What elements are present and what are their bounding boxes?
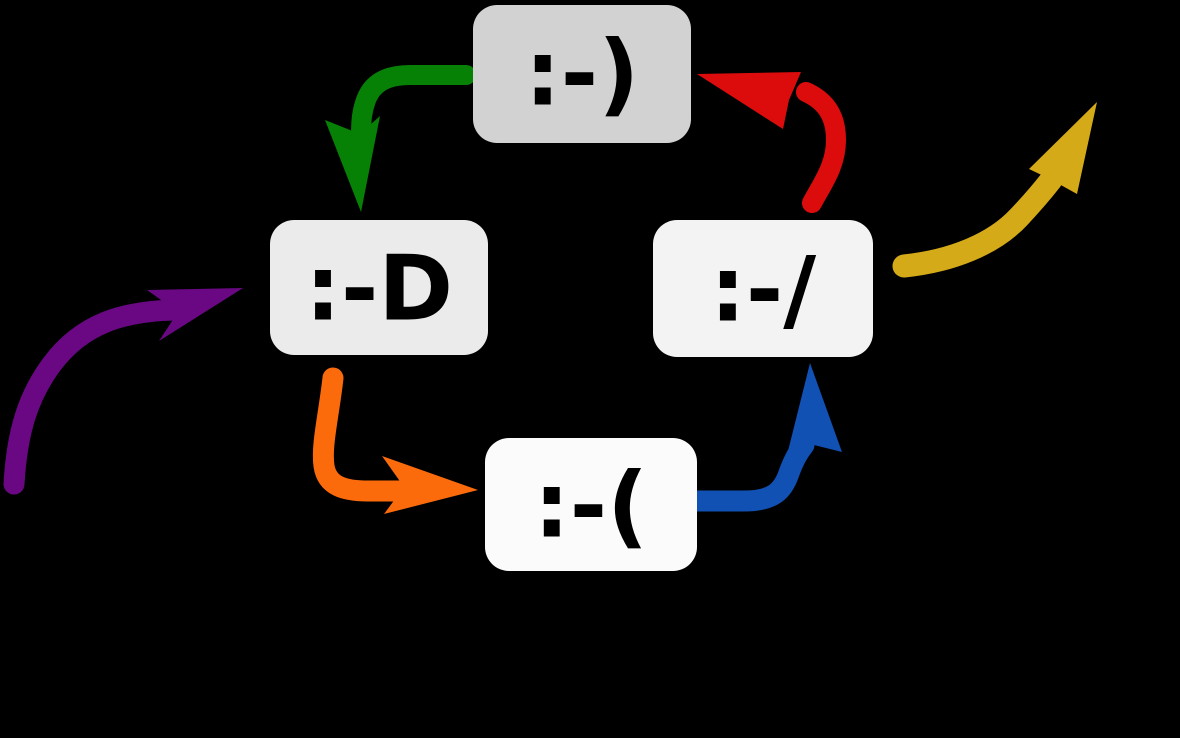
arrow-entry-to-laughing — [3, 288, 243, 495]
arrow-laughing-to-sad-shaft — [312, 367, 413, 502]
node-skeptical-label: :-/ — [710, 238, 816, 343]
arrow-skeptical-to-exit-head — [1029, 102, 1097, 194]
arrow-skeptical-to-happy-shaft — [796, 82, 846, 213]
node-laughing: :-D — [270, 220, 488, 355]
node-skeptical: :-/ — [653, 220, 873, 357]
node-skeptical-box — [653, 220, 873, 357]
arrow-skeptical-to-exit — [892, 102, 1097, 278]
arrow-skeptical-to-exit-shaft — [892, 168, 1063, 278]
arrow-laughing-to-sad-head — [382, 456, 478, 514]
arrow-happy-to-laughing-shaft — [351, 65, 476, 146]
node-laughing-box — [270, 220, 488, 355]
arrow-sad-to-skeptical — [686, 363, 842, 512]
node-happy-box — [473, 5, 691, 143]
node-happy-label: :-) — [525, 22, 639, 127]
arrow-happy-to-laughing — [325, 65, 476, 212]
arrow-skeptical-to-happy — [697, 72, 846, 213]
node-laughing-label: :-D — [305, 237, 453, 342]
arrow-sad-to-skeptical-head — [786, 363, 842, 459]
node-sad-box — [485, 438, 697, 571]
arrow-entry-to-laughing-shaft — [3, 299, 187, 495]
arrow-happy-to-laughing-head — [325, 116, 380, 212]
arrow-skeptical-to-happy-head — [697, 72, 801, 129]
arrow-laughing-to-sad — [312, 367, 478, 514]
arrow-entry-to-laughing-head — [147, 288, 243, 341]
node-sad: :-( — [485, 438, 697, 571]
node-happy: :-) — [473, 5, 691, 143]
node-sad-label: :-( — [534, 454, 648, 559]
arrow-sad-to-skeptical-shaft — [686, 434, 815, 512]
